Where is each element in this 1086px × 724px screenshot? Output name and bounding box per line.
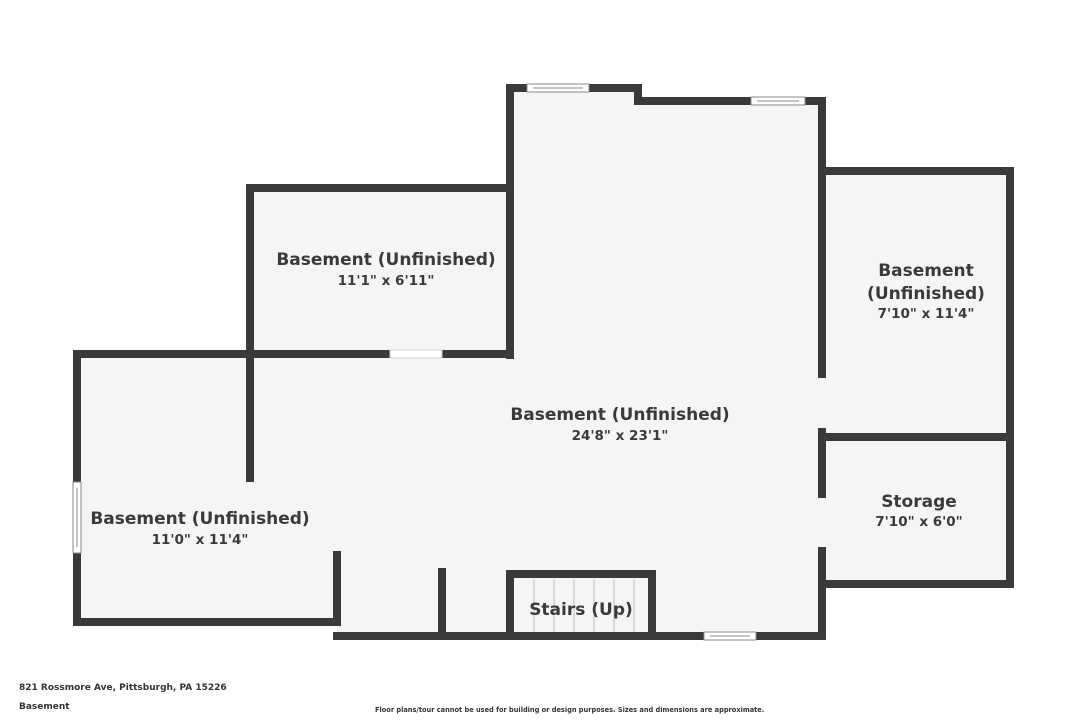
room-name-upper-left: Basement (Unfinished) xyxy=(276,250,495,270)
room-dims-right: 7'10" x 11'4" xyxy=(878,306,975,322)
room-dims-storage: 7'10" x 6'0" xyxy=(875,514,962,530)
room-dims-upper-left: 11'1" x 6'11" xyxy=(338,273,435,289)
stair-treads xyxy=(533,579,635,632)
room-name-main: Basement (Unfinished) xyxy=(510,405,729,425)
room-labels: Basement (Unfinished) 11'1" x 6'11" Base… xyxy=(90,250,985,620)
disclaimer-text: Floor plans/tour cannot be used for buil… xyxy=(375,706,765,714)
wall-stairs xyxy=(506,570,656,640)
room-dims-left: 11'0" x 11'4" xyxy=(152,532,249,548)
wall-main-top xyxy=(506,84,826,359)
wall-left-room-bottom xyxy=(73,549,341,626)
room-name-left: Basement (Unfinished) xyxy=(90,509,309,529)
room-name-storage: Storage xyxy=(881,492,957,512)
window-bottom xyxy=(703,631,757,641)
window-top-right xyxy=(750,96,806,106)
room-name-right-line1: Basement xyxy=(878,261,974,281)
room-dims-main: 24'8" x 23'1" xyxy=(572,428,669,444)
floor-name: Basement xyxy=(19,702,70,712)
floor-fill xyxy=(77,88,1010,636)
doorway-upper-left xyxy=(389,349,443,359)
room-name-stairs: Stairs (Up) xyxy=(529,600,633,620)
room-name-right-line2: (Unfinished) xyxy=(867,284,985,304)
walls xyxy=(73,84,1014,640)
wall-right-room xyxy=(818,167,1014,588)
wall-left-room-top xyxy=(73,350,254,486)
wall-upper-left-room xyxy=(246,184,514,358)
window-left xyxy=(72,481,82,554)
windows xyxy=(72,83,806,641)
property-address: 821 Rossmore Ave, Pittsburgh, PA 15226 xyxy=(19,683,227,693)
window-top-left xyxy=(526,83,590,93)
